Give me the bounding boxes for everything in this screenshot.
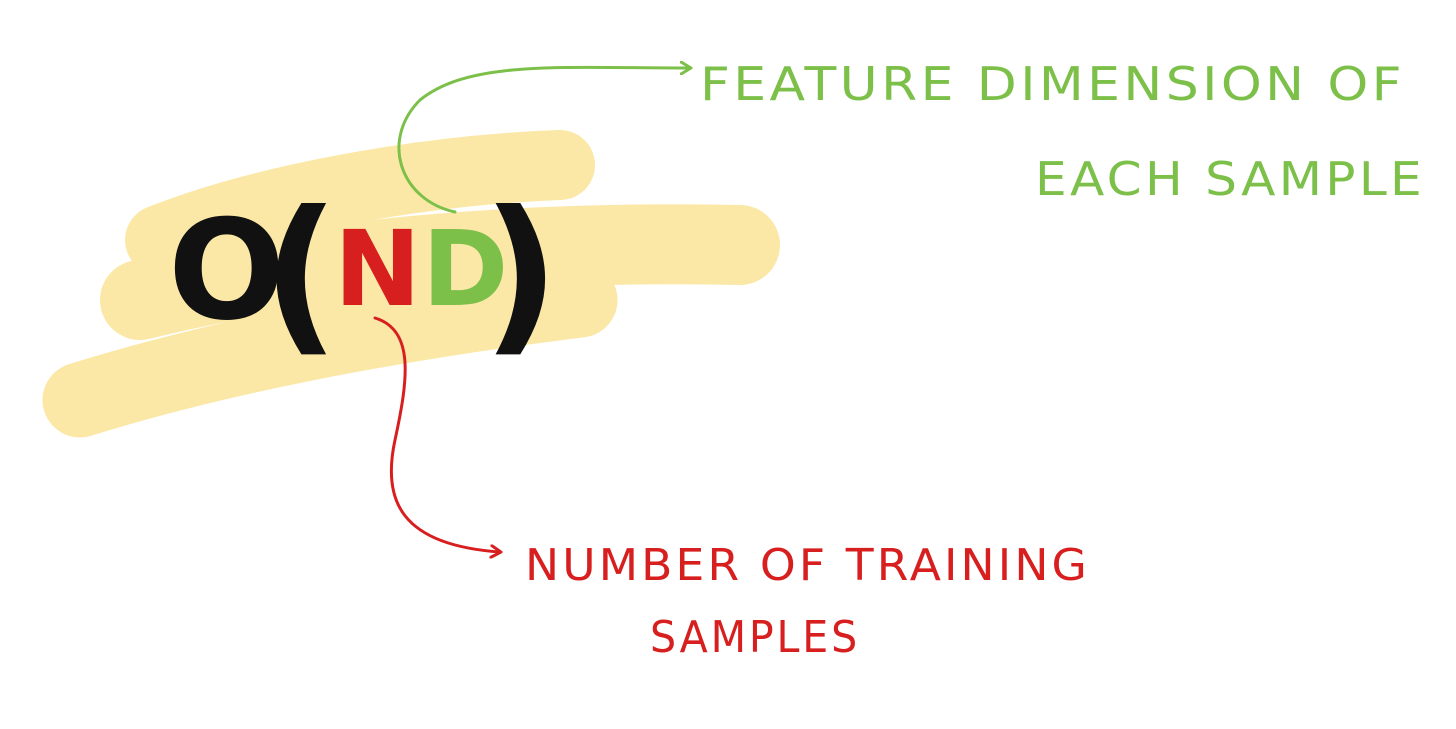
n-term: N: [334, 208, 421, 330]
n-label-line-1: NUMBER OF TRAINING: [525, 540, 1090, 591]
d-term: D: [422, 208, 508, 330]
d-annotation: FEATURE DIMENSION OF EACH SAMPLE: [700, 57, 1425, 206]
d-arrow: [397, 67, 690, 214]
highlighter-scribble: [42, 130, 780, 438]
n-annotation: NUMBER OF TRAINING SAMPLES: [525, 540, 1090, 663]
d-label-line-2: EACH SAMPLE: [1035, 152, 1425, 206]
n-arrow: [373, 316, 500, 552]
open-parenthesis: (: [262, 175, 340, 373]
d-label-line-1: FEATURE DIMENSION OF: [700, 57, 1405, 111]
big-o-expression: O ( N D ): [168, 175, 560, 373]
close-parenthesis: ): [482, 175, 560, 373]
big-o-letter: O: [168, 190, 285, 351]
n-label-line-2: SAMPLES: [650, 612, 860, 663]
